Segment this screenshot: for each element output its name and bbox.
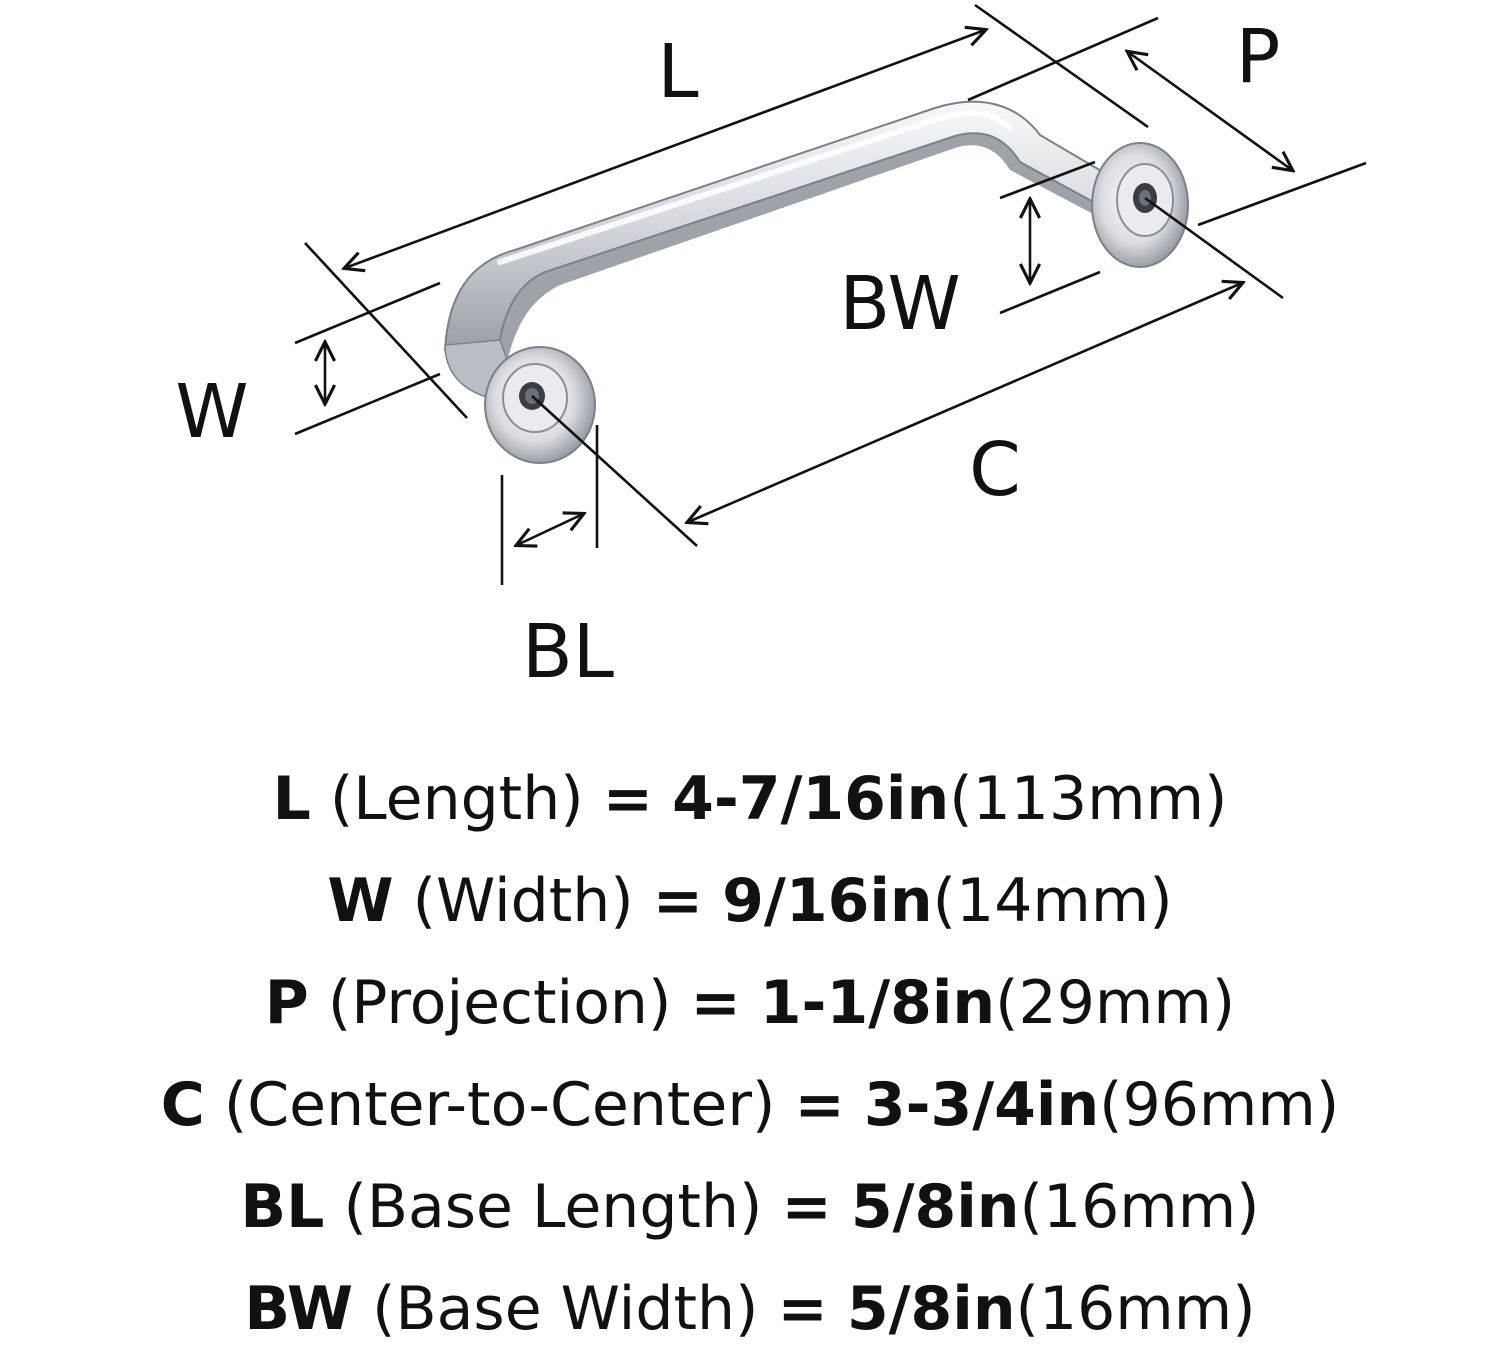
spec-row-center-to-center: C (Center-to-Center) = 3-3/4in(96mm) xyxy=(0,1054,1500,1156)
dimension-lines xyxy=(294,3,1367,585)
handle-bar xyxy=(443,100,1127,377)
spec-metric: (14mm) xyxy=(932,866,1173,936)
right-base xyxy=(1091,142,1189,268)
bw-extension-top xyxy=(999,160,1096,200)
spec-equals: = xyxy=(652,866,704,936)
label-c: C xyxy=(969,427,1021,513)
spec-equals: = xyxy=(777,1274,828,1344)
p-extension-top xyxy=(967,16,1159,102)
spec-name: (Length) xyxy=(329,764,584,834)
p-dimension-arrow xyxy=(1128,52,1292,170)
spec-metric: (96mm) xyxy=(1099,1070,1340,1140)
label-l: L xyxy=(657,29,698,115)
label-bl: BL xyxy=(522,609,614,695)
spec-name: (Base Width) xyxy=(372,1274,759,1344)
spec-imperial: 1-1/8in xyxy=(759,968,996,1038)
spec-code: P xyxy=(264,968,309,1038)
w-extension-bottom xyxy=(294,372,441,436)
pull-handle-dimension-diagram: L P BW W C BL xyxy=(175,3,1367,695)
l-extension-right xyxy=(974,3,1149,129)
p-extension-bottom xyxy=(1197,161,1367,227)
bl-dimension-arrow xyxy=(517,514,583,545)
c-dimension-arrow xyxy=(688,283,1242,522)
spec-code: L xyxy=(272,764,311,834)
spec-name: (Projection) xyxy=(327,968,672,1038)
spec-code: W xyxy=(327,866,394,936)
spec-code: BW xyxy=(244,1274,354,1344)
spec-imperial: 3-3/4in xyxy=(863,1070,1100,1140)
spec-name: (Base Length) xyxy=(343,1172,763,1242)
w-extension-top xyxy=(294,281,441,345)
spec-equals: = xyxy=(781,1172,832,1242)
spec-equals: = xyxy=(794,1070,845,1140)
label-p: P xyxy=(1236,14,1281,100)
spec-code: BL xyxy=(240,1172,325,1242)
spec-metric: (29mm) xyxy=(995,968,1236,1038)
spec-code: C xyxy=(160,1070,205,1140)
spec-row-base-width: BW (Base Width) = 5/8in(16mm) xyxy=(0,1258,1500,1360)
spec-equals: = xyxy=(602,764,654,834)
c-extension-right xyxy=(1144,196,1284,300)
spec-name: (Width) xyxy=(412,866,634,936)
label-w: W xyxy=(175,369,248,455)
spec-row-width: W (Width) = 9/16in(14mm) xyxy=(0,850,1500,952)
spec-metric: (16mm) xyxy=(1015,1274,1256,1344)
spec-imperial: 5/8in xyxy=(846,1274,1016,1344)
spec-name: (Center-to-Center) xyxy=(223,1070,776,1140)
spec-imperial: 9/16in xyxy=(722,866,933,936)
spec-imperial: 4-7/16in xyxy=(672,764,950,834)
spec-equals: = xyxy=(690,968,741,1038)
spec-row-base-length: BL (Base Length) = 5/8in(16mm) xyxy=(0,1156,1500,1258)
label-bw: BW xyxy=(839,261,960,347)
spec-metric: (16mm) xyxy=(1019,1172,1260,1242)
l-dimension-arrow xyxy=(345,30,985,268)
spec-row-length: L (Length) = 4-7/16in(113mm) xyxy=(0,748,1500,850)
spec-row-projection: P (Projection) = 1-1/8in(29mm) xyxy=(0,952,1500,1054)
c-extension-left xyxy=(531,395,698,547)
spec-metric: (113mm) xyxy=(949,764,1228,834)
bw-extension-bottom xyxy=(999,270,1101,315)
spec-imperial: 5/8in xyxy=(850,1172,1020,1242)
dimension-spec-list: L (Length) = 4-7/16in(113mm) W (Width) =… xyxy=(0,748,1500,1360)
l-extension-left xyxy=(304,242,468,419)
